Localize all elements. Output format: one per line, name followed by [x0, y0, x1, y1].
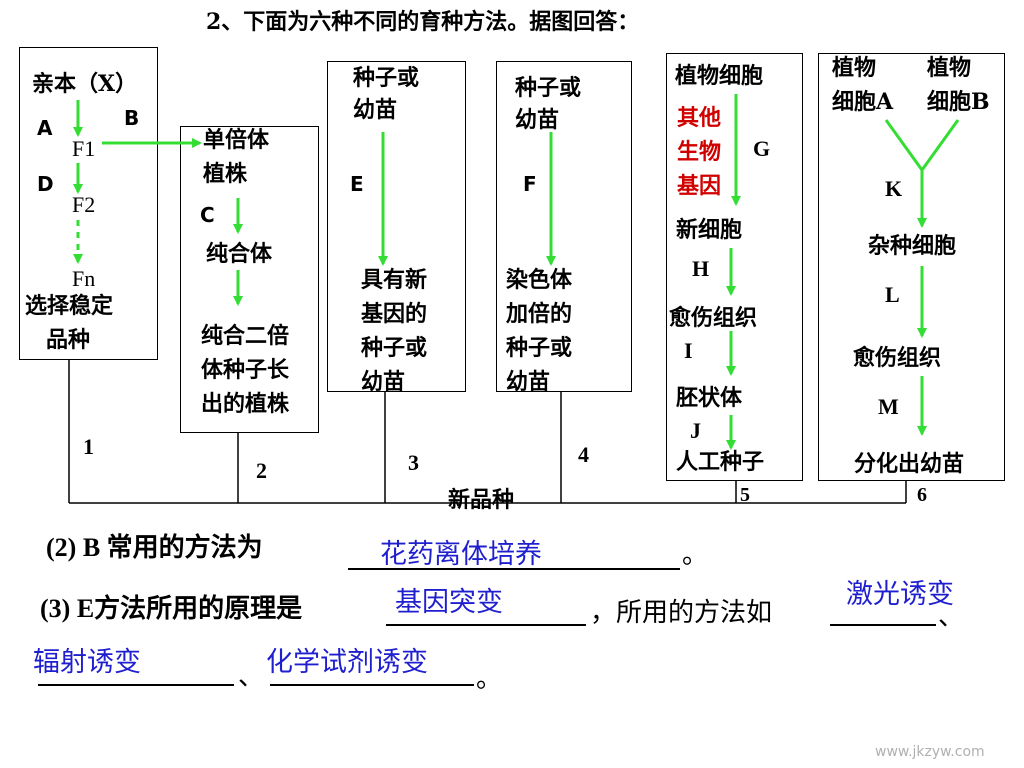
method2-result-line3: 出的植株 — [201, 391, 290, 417]
method5-box — [666, 53, 803, 481]
method3-top-line1: 种子或 — [353, 65, 420, 91]
callus-label-6: 愈伤组织 — [853, 345, 942, 371]
other-gene-line1: 其他 — [677, 105, 722, 131]
method3-top-line2: 幼苗 — [353, 97, 398, 123]
q3-method1-blank[interactable] — [830, 624, 936, 626]
q2-answer: 花药离体培养 — [380, 539, 542, 570]
q3-answer-method2: 辐射诱变 — [33, 647, 141, 678]
method2-box — [180, 126, 319, 433]
fn-label: Fn — [72, 266, 96, 291]
homozygote-label: 纯合体 — [206, 241, 273, 267]
q3-method2-blank[interactable] — [38, 684, 234, 686]
method4-top-line1: 种子或 — [515, 75, 582, 101]
method-number-4: 4 — [578, 442, 589, 467]
new-variety-label: 新品种 — [448, 487, 515, 513]
q3-method3-blank[interactable] — [270, 684, 474, 686]
label-e: E — [350, 172, 364, 196]
method2-result-line1: 纯合二倍 — [201, 323, 290, 349]
fusion-line-b — [920, 119, 960, 171]
label-j: J — [690, 418, 701, 443]
method-number-5: 5 — [740, 484, 750, 506]
label-f: F — [523, 172, 537, 196]
label-h: H — [692, 256, 710, 281]
method4-result-line1: 染色体 — [506, 267, 573, 293]
method4-box — [496, 61, 632, 392]
label-l: L — [885, 282, 900, 307]
method1-result-line1: 选择稳定 — [25, 293, 114, 319]
method4-result-line3: 种子或 — [506, 335, 573, 361]
q3-sep1: 、 — [938, 602, 965, 632]
q3-answer-method3: 化学试剂诱变 — [266, 647, 428, 678]
label-m: M — [878, 394, 899, 419]
method3-result-line1: 具有新 — [361, 267, 428, 293]
method3-result-line3: 种子或 — [361, 335, 428, 361]
plant-cell-b-line2: 细胞B — [927, 89, 990, 115]
method4-top-line2: 幼苗 — [515, 107, 560, 133]
other-gene-line2: 生物 — [677, 139, 722, 165]
fusion-line-a — [884, 119, 924, 171]
q3-answer-principle: 基因突变 — [395, 587, 503, 618]
f1-label: F1 — [72, 136, 96, 161]
method1-result-line2: 品种 — [46, 327, 91, 353]
seedling-label: 分化出幼苗 — [854, 451, 965, 477]
method-number-2: 2 — [256, 458, 267, 483]
label-k: K — [885, 176, 903, 201]
q2-prefix: (2) B 常用的方法为 — [46, 533, 263, 562]
watermark: www.jkzyw.com — [875, 744, 985, 760]
label-a: A — [37, 116, 53, 140]
label-g: G — [753, 136, 771, 161]
q3-middle: ，所用的方法如 — [590, 598, 773, 628]
q2-answer-blank[interactable] — [348, 568, 680, 570]
method3-result-line2: 基因的 — [361, 301, 428, 327]
q3-principle-blank[interactable] — [386, 624, 586, 626]
artificial-seed-label: 人工种子 — [676, 449, 765, 475]
method4-result-line4: 幼苗 — [506, 369, 551, 395]
method6-box — [818, 53, 1005, 481]
new-cell-label: 新细胞 — [676, 217, 743, 243]
plant-cell-b-line1: 植物 — [927, 55, 972, 81]
label-d: D — [37, 172, 54, 196]
method3-box — [327, 61, 466, 392]
method2-result-line2: 体种子长 — [201, 357, 290, 383]
plant-cell-a-line2: 细胞A — [832, 89, 894, 115]
q3-prefix: (3) E方法所用的原理是 — [40, 594, 303, 623]
plant-cell-label: 植物细胞 — [675, 63, 764, 89]
parent-label: 亲本（X） — [32, 71, 138, 97]
method-number-1: 1 — [83, 434, 94, 459]
hybrid-cell-label: 杂种细胞 — [868, 233, 957, 259]
haploid-line1: 单倍体 — [203, 127, 270, 153]
method-number-3: 3 — [408, 450, 419, 475]
q2-suffix: 。 — [682, 540, 709, 570]
label-b: B — [124, 106, 140, 130]
label-i: I — [684, 338, 693, 363]
method3-result-line4: 幼苗 — [361, 369, 406, 395]
plant-cell-a-line1: 植物 — [832, 55, 877, 81]
q3-suffix: 。 — [476, 664, 503, 694]
q3-answer-method1: 激光诱变 — [846, 579, 954, 610]
label-c: C — [200, 203, 215, 227]
method4-result-line2: 加倍的 — [506, 301, 573, 327]
callus-label-5: 愈伤组织 — [669, 305, 758, 331]
method1-box — [19, 47, 158, 360]
question-title: 2、下面为六种不同的育种方法。据图回答： — [206, 9, 640, 35]
embryoid-label: 胚状体 — [676, 385, 743, 411]
q3-sep2: 、 — [238, 662, 265, 692]
method-number-6: 6 — [917, 484, 927, 506]
haploid-line2: 植株 — [203, 161, 248, 187]
other-gene-line3: 基因 — [677, 173, 722, 199]
f2-label: F2 — [72, 192, 96, 217]
